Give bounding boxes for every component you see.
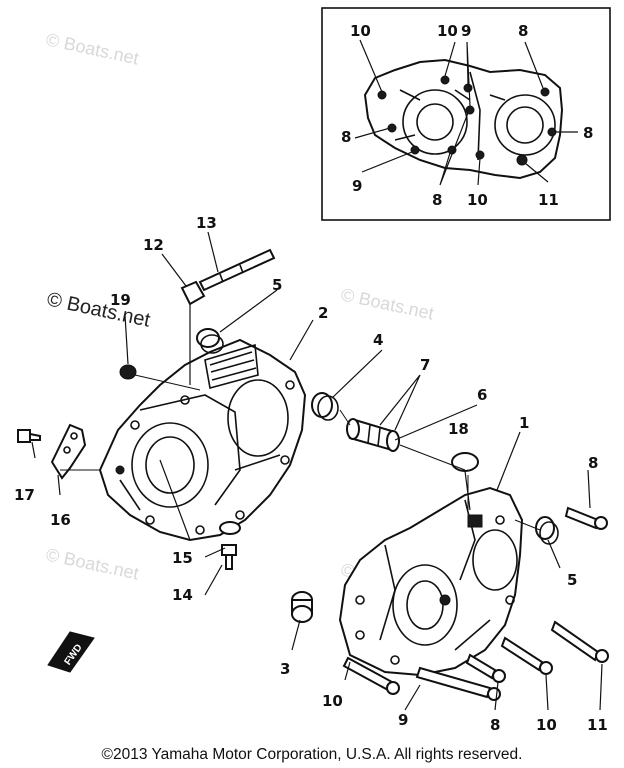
label-14: 14	[172, 586, 193, 604]
part-4-bushing	[311, 392, 339, 421]
part-12-fitting	[180, 280, 206, 385]
left-crankcase-fins	[204, 343, 259, 390]
label-17: 17	[14, 486, 35, 504]
label-13: 13	[196, 214, 217, 232]
label-6: 6	[477, 386, 487, 404]
copyright-notice: ©2013 Yamaha Motor Corporation, U.S.A. A…	[101, 746, 523, 763]
watermark-3: © Boats.net	[339, 284, 435, 323]
watermark-main: © Boats.net	[45, 288, 153, 331]
label-3: 3	[280, 660, 290, 678]
inset-label-11: 11	[538, 191, 559, 209]
part-6-dowel	[346, 418, 400, 452]
label-5a: 5	[272, 276, 282, 294]
label-8b: 8	[490, 716, 500, 734]
inset-label-10b: 10	[437, 22, 458, 40]
left-crankcase	[98, 338, 307, 542]
inset-label-8a: 8	[518, 22, 528, 40]
part-5-bushing-right	[535, 516, 559, 545]
label-15: 15	[172, 549, 193, 567]
inset-label-9b: 9	[352, 177, 362, 195]
inset-detail: 10 10 9 8 8 8 9 8 10 11	[321, 7, 611, 221]
label-18: 18	[448, 420, 469, 438]
inset-label-8d: 8	[432, 191, 442, 209]
inset-label-8b: 8	[341, 128, 351, 146]
label-10a: 10	[322, 692, 343, 710]
part-18-cap	[451, 452, 479, 511]
label-7: 7	[420, 356, 430, 374]
leader-lines	[31, 231, 603, 711]
label-12: 12	[143, 236, 164, 254]
part-3-bushing	[291, 591, 313, 623]
label-1: 1	[519, 414, 529, 432]
right-crankcase	[338, 486, 524, 677]
assembly-lines	[60, 374, 541, 531]
part-19-plug	[119, 364, 137, 380]
part-17-screw	[17, 429, 41, 443]
label-8a: 8	[588, 454, 598, 472]
inset-bore-right	[494, 94, 556, 156]
label-2: 2	[318, 304, 328, 322]
inset-label-10a: 10	[350, 22, 371, 40]
right-crank-bore	[392, 564, 458, 646]
inset-bore-left	[402, 89, 468, 155]
label-11: 11	[587, 716, 608, 734]
label-4: 4	[373, 331, 383, 349]
label-10b: 10	[536, 716, 557, 734]
inset-label-10c: 10	[467, 191, 488, 209]
part-13-shaft	[198, 248, 276, 292]
label-5b: 5	[567, 571, 577, 589]
lower-bolts	[342, 506, 609, 701]
part-16-bracket	[50, 423, 87, 480]
part-14-screw	[221, 544, 237, 570]
inset-label-9a: 9	[461, 22, 471, 40]
inset-label-8c: 8	[583, 124, 593, 142]
part-5-bushing-top	[196, 328, 224, 354]
label-19: 19	[110, 291, 131, 309]
inset-bolts	[377, 75, 557, 166]
watermark-1: © Boats.net	[44, 29, 140, 68]
label-16: 16	[50, 511, 71, 529]
fwd-arrow-icon: FWD	[47, 631, 95, 673]
label-9: 9	[398, 711, 408, 729]
left-crank-bore	[131, 422, 209, 508]
part-15-washer	[219, 521, 241, 535]
watermark-4: © Boats.net	[44, 544, 140, 583]
